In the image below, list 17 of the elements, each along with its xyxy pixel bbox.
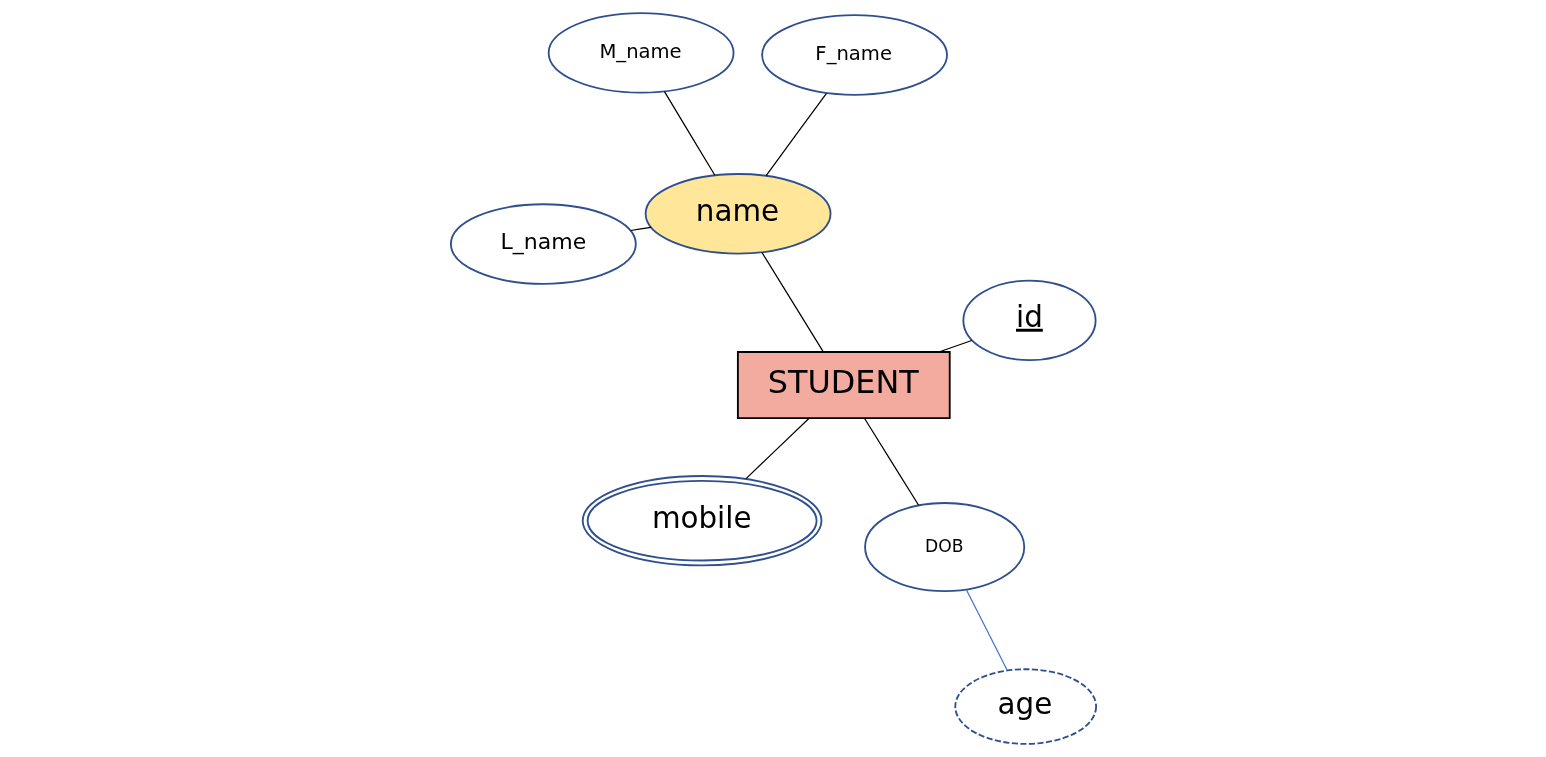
node-ellipse: id	[961, 279, 1097, 362]
node-ellipse: name	[644, 173, 831, 255]
node-ellipse: F_name	[760, 14, 948, 96]
connector	[863, 417, 919, 506]
node-ellipse: L_name	[449, 203, 637, 285]
connector	[937, 339, 972, 353]
node-ellipse: mobile	[581, 475, 822, 567]
node-ellipse: DOB	[863, 502, 1025, 593]
connector	[744, 417, 810, 480]
connector	[629, 226, 652, 232]
connector	[760, 251, 824, 353]
connector	[663, 91, 715, 176]
node-ellipse: age	[953, 668, 1097, 745]
node-box: STUDENT	[736, 351, 951, 419]
connector	[764, 92, 827, 177]
node-ellipse: M_name	[547, 12, 734, 94]
connector	[965, 589, 1008, 671]
